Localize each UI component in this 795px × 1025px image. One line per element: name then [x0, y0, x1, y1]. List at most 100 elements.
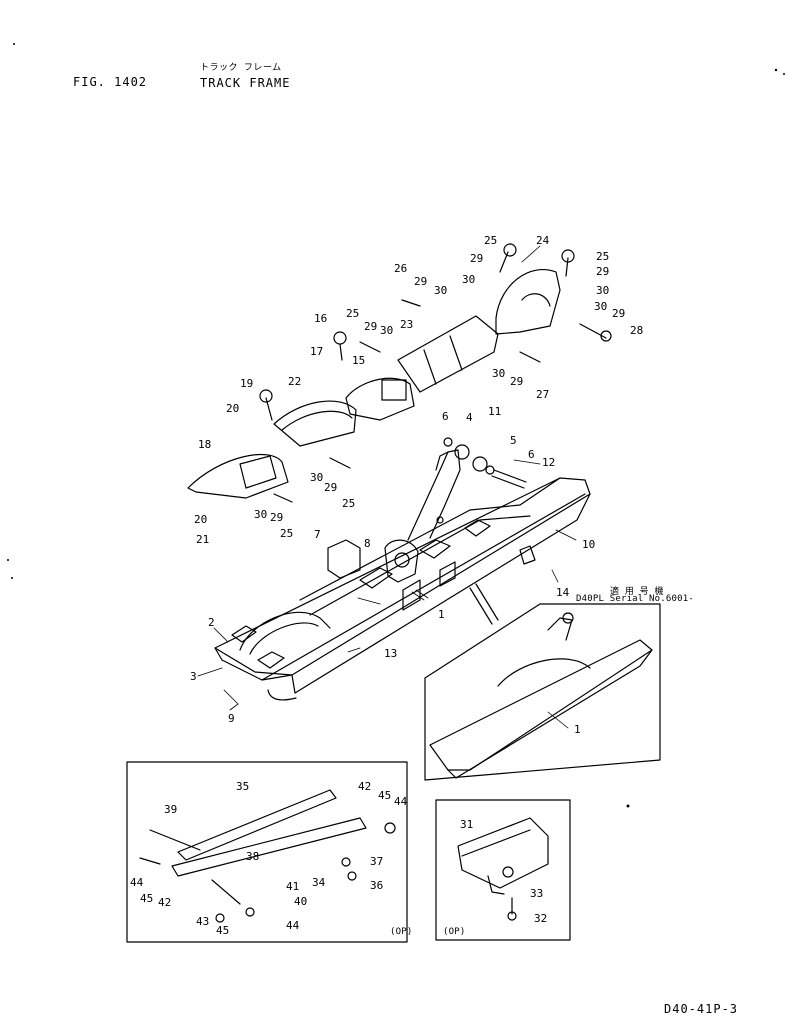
callout: 30: [310, 471, 323, 484]
callout: 29: [270, 511, 283, 524]
callout: 7: [314, 528, 321, 541]
bolt-27: [519, 351, 541, 363]
callout: 35: [236, 780, 249, 793]
scan-specks: [7, 43, 785, 808]
callout: 20: [226, 402, 239, 415]
callout: 25: [596, 250, 609, 263]
callout: 39: [164, 803, 177, 816]
callout: 21: [196, 533, 209, 546]
callout: 31: [460, 818, 473, 831]
callout: 30: [254, 508, 267, 521]
main-track-frame: [214, 449, 591, 701]
callout: 30: [596, 284, 609, 297]
callout: 4: [466, 411, 473, 424]
callout: 41: [286, 880, 299, 893]
bushing-4: [454, 444, 470, 460]
washer-6b: [485, 465, 495, 475]
shaft-12b: [491, 475, 525, 489]
washer-6: [443, 437, 453, 447]
bolt-28: [579, 323, 607, 339]
callout: 45: [140, 892, 153, 905]
callout: 1: [438, 608, 445, 621]
callout: 5: [510, 434, 517, 447]
bolt-28-head: [600, 330, 612, 342]
callout: 27: [536, 388, 549, 401]
cover-23: [397, 315, 499, 393]
callout: 30: [492, 367, 505, 380]
callout: 44: [286, 919, 300, 932]
callout: 10: [582, 538, 595, 551]
callout: 8: [364, 537, 371, 550]
callout: 29: [470, 252, 483, 265]
callout: 18: [198, 438, 211, 451]
serial-note: D40PL Serial No.6001-: [576, 594, 694, 604]
cover-22-edge: [281, 410, 353, 431]
inset-frame-bracket: [435, 799, 571, 941]
callout: 25: [484, 234, 497, 247]
callout: 26: [394, 262, 407, 275]
callout: 30: [594, 300, 607, 313]
callout: 44: [394, 795, 408, 808]
cover-24: [495, 269, 561, 335]
bolt-13b: [469, 587, 493, 625]
callout: 29: [414, 275, 427, 288]
holder-7: [327, 539, 361, 579]
figure-number: FIG. 1402: [73, 75, 148, 89]
callout: 20: [194, 513, 207, 526]
callout: 24: [536, 234, 550, 247]
inset-track-frame: [429, 612, 653, 779]
callout: 17: [310, 345, 323, 358]
callout: 32: [534, 912, 547, 925]
callout: 6: [528, 448, 535, 461]
callout: 37: [370, 855, 383, 868]
callout: 40: [294, 895, 307, 908]
serial-label-japanese: 適 用 号 機: [610, 587, 664, 597]
callout: 12: [542, 456, 555, 469]
callout: 33: [530, 887, 543, 900]
callout: 38: [246, 850, 259, 863]
cover-18: [187, 454, 289, 499]
callout: 30: [380, 324, 393, 337]
bolt-25b-head: [561, 249, 575, 263]
cover-23-rib: [423, 349, 437, 385]
inset-bracket: [457, 817, 549, 921]
figure-title: TRACK FRAME: [200, 76, 291, 90]
callout: 29: [510, 375, 523, 388]
callout: 6: [442, 410, 449, 423]
inset-frame-guard: [126, 761, 408, 943]
callout: 44: [130, 876, 144, 889]
callout: 30: [434, 284, 447, 297]
callout: 29: [596, 265, 609, 278]
callout: 34: [312, 876, 326, 889]
cover-18-inner: [239, 455, 277, 489]
bolt-19-head: [259, 389, 273, 403]
callout: 1: [574, 723, 581, 736]
callout: 16: [314, 312, 327, 325]
callout: 36: [370, 879, 383, 892]
leader-lines: [197, 245, 577, 729]
cover-23-rib2: [449, 335, 463, 371]
callout-labels: 25 24 25 29 29 30 30 26 29 30 30 29 28 1…: [130, 234, 643, 937]
callout: 2: [208, 616, 215, 629]
bolt-25a-head: [503, 243, 517, 257]
cover-22: [273, 400, 357, 447]
callout: 25: [342, 497, 355, 510]
page-code: D40-41P-3: [664, 1002, 739, 1016]
callout: 13: [384, 647, 397, 660]
callout: 14: [556, 586, 570, 599]
callout: 29: [612, 307, 625, 320]
bracket-15-block: [381, 379, 407, 401]
callout: 30: [462, 273, 475, 286]
title-japanese: トラック フレーム: [200, 63, 282, 73]
callout: 45: [216, 924, 229, 937]
callout: 23: [400, 318, 413, 331]
callout: 29: [324, 481, 337, 494]
bolt-13: [475, 583, 499, 621]
bushing-4b: [472, 456, 488, 472]
callout: 25: [346, 307, 359, 320]
callout: 15: [352, 354, 365, 367]
bolt-25c: [359, 341, 381, 353]
callout: 42: [158, 896, 171, 909]
inset-guard: [139, 789, 396, 923]
